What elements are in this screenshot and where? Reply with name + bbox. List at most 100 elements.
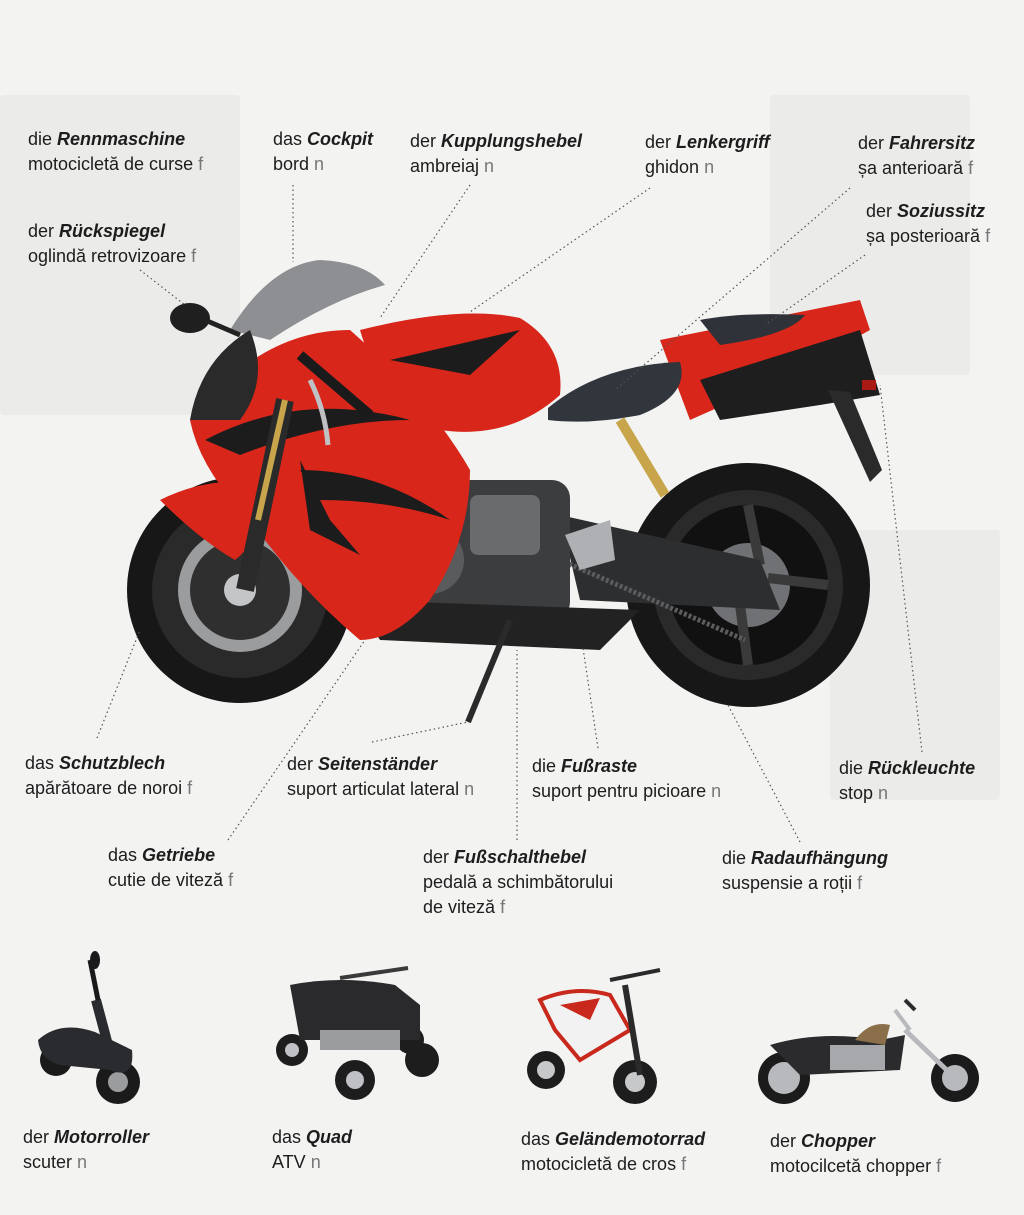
article: der xyxy=(287,754,314,774)
article: die xyxy=(532,756,557,776)
article: der xyxy=(423,847,450,867)
gender: n xyxy=(704,157,715,177)
term: Soziussitz xyxy=(897,201,986,221)
gender: f xyxy=(500,897,506,917)
label-seitenstaender: der Seitenständer suport articulat later… xyxy=(287,752,474,802)
translation: ATV xyxy=(272,1152,306,1172)
label-radaufhaengung: die Radaufhängung suspensie a roții f xyxy=(722,846,888,896)
quad-image xyxy=(276,966,439,1100)
label-rennmaschine: die Rennmaschine motocicletă de curse f xyxy=(28,127,203,177)
translation: apărătoare de noroi xyxy=(25,778,183,798)
translation: suport articulat lateral xyxy=(287,779,460,799)
translation: ghidon xyxy=(645,157,700,177)
article: das xyxy=(272,1127,302,1147)
translation: scuter xyxy=(23,1152,73,1172)
gender: n xyxy=(711,781,722,801)
translation: motocicletă de curse xyxy=(28,154,194,174)
gender: n xyxy=(310,1152,321,1172)
gender: n xyxy=(878,783,889,803)
label-kupplungshebel: der Kupplungshebel ambreiaj n xyxy=(410,129,582,179)
translation: șa posterioară xyxy=(866,226,981,246)
dirt-bike-image xyxy=(527,968,661,1104)
gender: n xyxy=(314,154,325,174)
article: die xyxy=(28,129,53,149)
scooter-image xyxy=(38,951,140,1104)
term: Cockpit xyxy=(307,129,374,149)
gender: f xyxy=(191,246,197,266)
translation: ambreiaj xyxy=(410,156,480,176)
translation: pedală a schimbătorului xyxy=(423,872,614,892)
gender: n xyxy=(77,1152,88,1172)
gender: n xyxy=(484,156,495,176)
article: der xyxy=(23,1127,50,1147)
term: Radaufhängung xyxy=(751,848,889,868)
term: Fußraste xyxy=(561,756,638,776)
term: Getriebe xyxy=(142,845,216,865)
translation: șa anterioară xyxy=(858,158,964,178)
term: Rennmaschine xyxy=(57,129,186,149)
article: die xyxy=(722,848,747,868)
term: Schutzblech xyxy=(59,753,166,773)
label-getriebe: das Getriebe cutie de viteză f xyxy=(108,843,233,893)
gender: f xyxy=(857,873,863,893)
term: Fahrersitz xyxy=(889,133,976,153)
article: die xyxy=(839,758,864,778)
gender: f xyxy=(228,870,234,890)
translation: stop xyxy=(839,783,874,803)
label-motorroller: der Motorroller scuter n xyxy=(23,1125,149,1175)
article: das xyxy=(25,753,55,773)
term: Chopper xyxy=(801,1131,876,1151)
term: Rückleuchte xyxy=(868,758,976,778)
article: der xyxy=(858,133,885,153)
gender: f xyxy=(968,158,974,178)
label-fahrersitz: der Fahrersitz șa anterioară f xyxy=(858,131,975,181)
translation: bord xyxy=(273,154,310,174)
term: Kupplungshebel xyxy=(441,131,583,151)
label-quad: das Quad ATV n xyxy=(272,1125,352,1175)
label-fussschalthebel: der Fußschalthebel pedală a schimbătorul… xyxy=(423,845,613,920)
article: der xyxy=(866,201,893,221)
chopper-image xyxy=(758,998,979,1104)
term: Quad xyxy=(306,1127,353,1147)
gender: f xyxy=(198,154,204,174)
translation: motocilcetă chopper xyxy=(770,1156,932,1176)
translation: suport pentru picioare xyxy=(532,781,707,801)
rider-seat xyxy=(548,362,682,422)
gender: n xyxy=(464,779,475,799)
label-gelaendemotorrad: das Geländemotorrad motocicletă de cros … xyxy=(521,1127,705,1177)
term: Geländemotorrad xyxy=(555,1129,706,1149)
mirror xyxy=(170,303,241,338)
term: Seitenständer xyxy=(318,754,438,774)
article: der xyxy=(28,221,55,241)
article: der xyxy=(645,132,672,152)
label-soziussitz: der Soziussitz șa posterioară f xyxy=(866,199,990,249)
term: Motorroller xyxy=(54,1127,150,1147)
translation: oglindă retrovizoare xyxy=(28,246,187,266)
windscreen xyxy=(230,260,385,340)
term: Fußschalthebel xyxy=(454,847,587,867)
rear-seat xyxy=(700,314,805,345)
bleed-through-block xyxy=(0,95,240,415)
article: der xyxy=(770,1131,797,1151)
article: das xyxy=(108,845,138,865)
gender: f xyxy=(187,778,193,798)
article: das xyxy=(273,129,303,149)
article: der xyxy=(410,131,437,151)
gender: f xyxy=(681,1154,687,1174)
label-cockpit: das Cockpit bord n xyxy=(273,127,373,177)
label-rueckspiegel: der Rückspiegel oglindă retrovizoare f xyxy=(28,219,196,269)
term: Lenkergriff xyxy=(676,132,770,152)
translation: motocicletă de cros xyxy=(521,1154,677,1174)
translation-line-2: de viteză xyxy=(423,897,496,917)
label-fussraste: die Fußraste suport pentru picioare n xyxy=(532,754,721,804)
translation: cutie de viteză xyxy=(108,870,224,890)
term: Rückspiegel xyxy=(59,221,166,241)
label-lenkergriff: der Lenkergriff ghidon n xyxy=(645,130,770,180)
label-rueckleuchte: die Rückleuchte stop n xyxy=(839,756,975,806)
label-chopper: der Chopper motocilcetă chopper f xyxy=(770,1129,941,1179)
gender: f xyxy=(936,1156,942,1176)
label-schutzblech: das Schutzblech apărătoare de noroi f xyxy=(25,751,192,801)
article: das xyxy=(521,1129,551,1149)
translation: suspensie a roții xyxy=(722,873,853,893)
